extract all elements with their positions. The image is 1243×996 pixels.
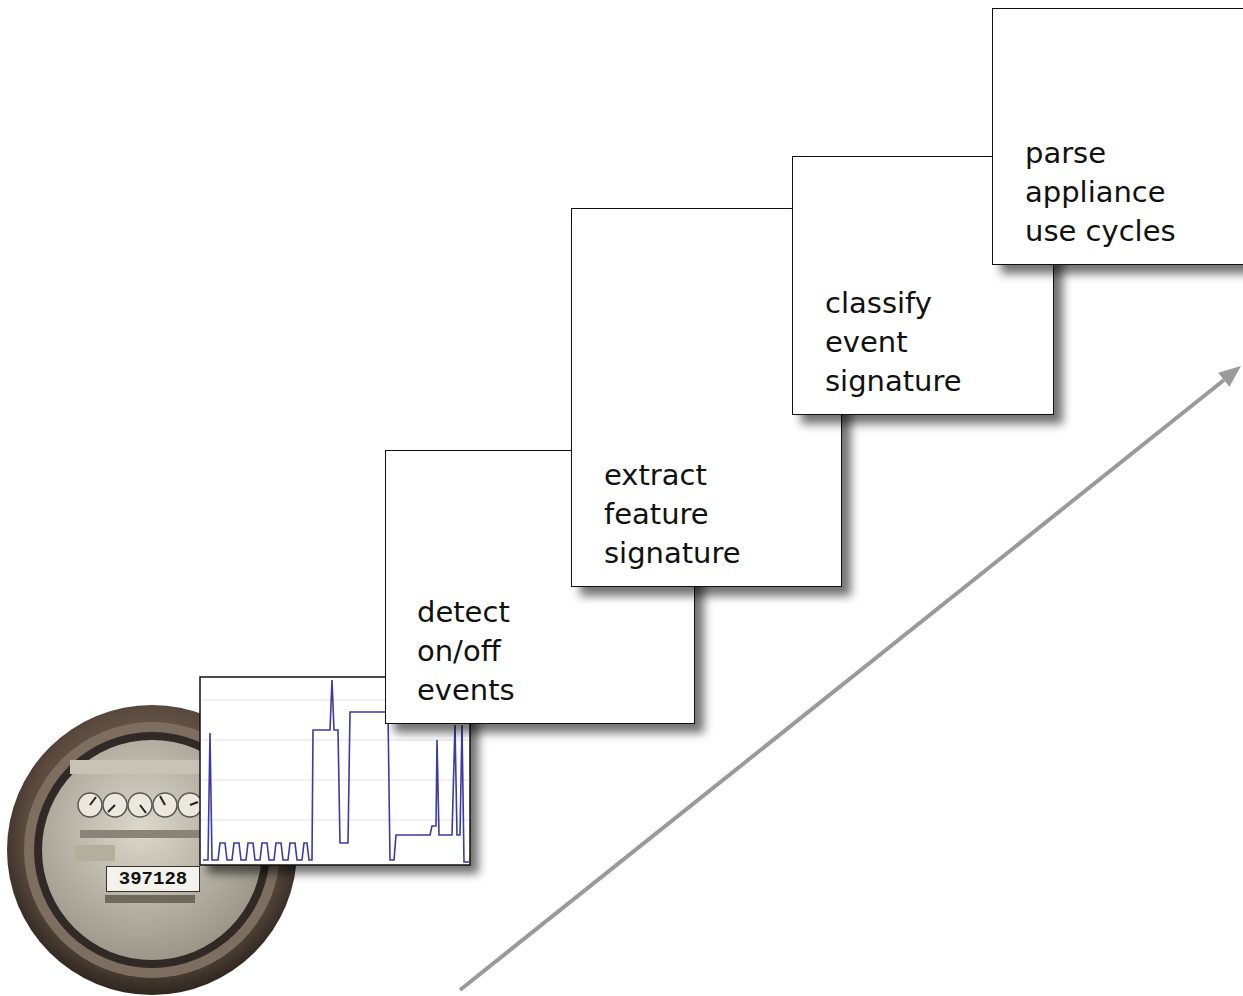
step-label: classify event signature [825,284,1000,401]
step-label: detect on/off events [417,593,592,710]
step-label: parse appliance use cycles [1025,134,1200,251]
process-box: parse appliance use cycles [992,8,1243,265]
step-label: extract feature signature [604,456,779,573]
meter-reading: 397128 [106,866,200,892]
